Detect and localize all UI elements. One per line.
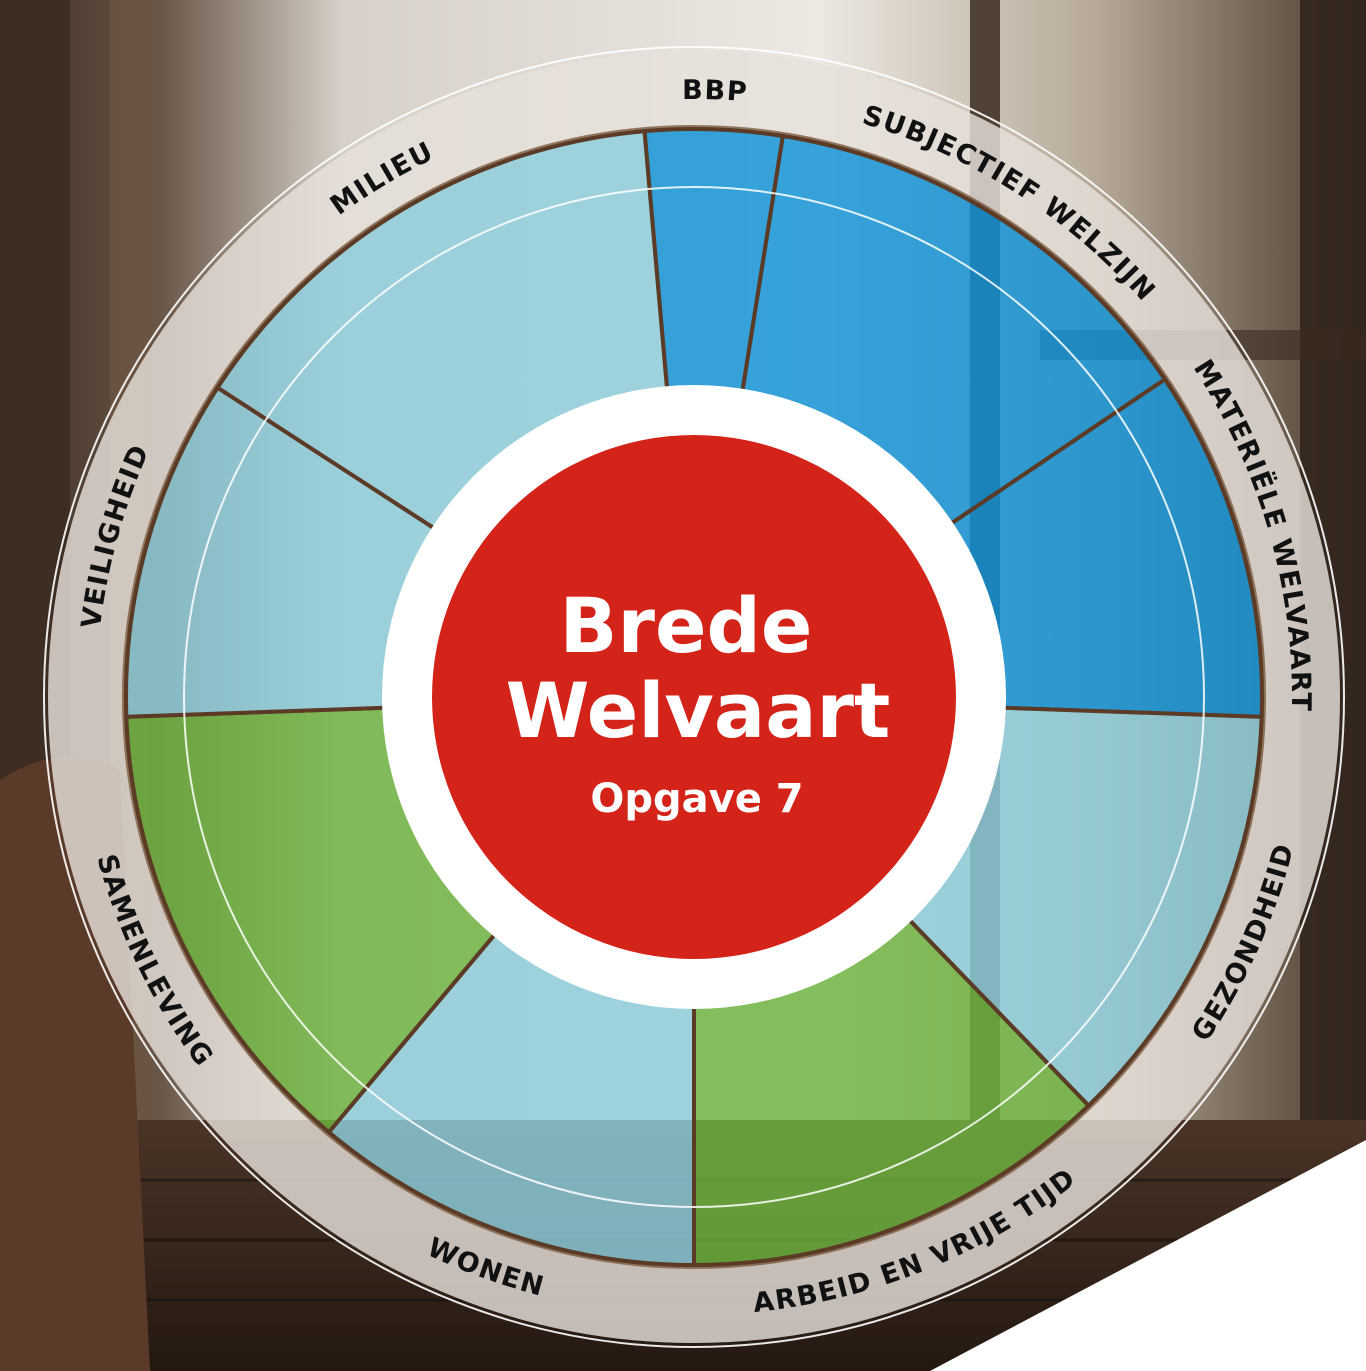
- label-ring: [48, 51, 1340, 1343]
- center-red-circle: [432, 435, 956, 959]
- label-text: BBP: [682, 75, 748, 108]
- label-bbp: BBP: [682, 75, 749, 108]
- outer-thin-ring: [43, 46, 1345, 1348]
- center-title-line2: Welvaart: [506, 666, 891, 755]
- center-subtitle: Opgave 7: [590, 776, 803, 822]
- center-title-line1: Brede: [560, 581, 813, 670]
- segment-inner-line: [183, 186, 1205, 1208]
